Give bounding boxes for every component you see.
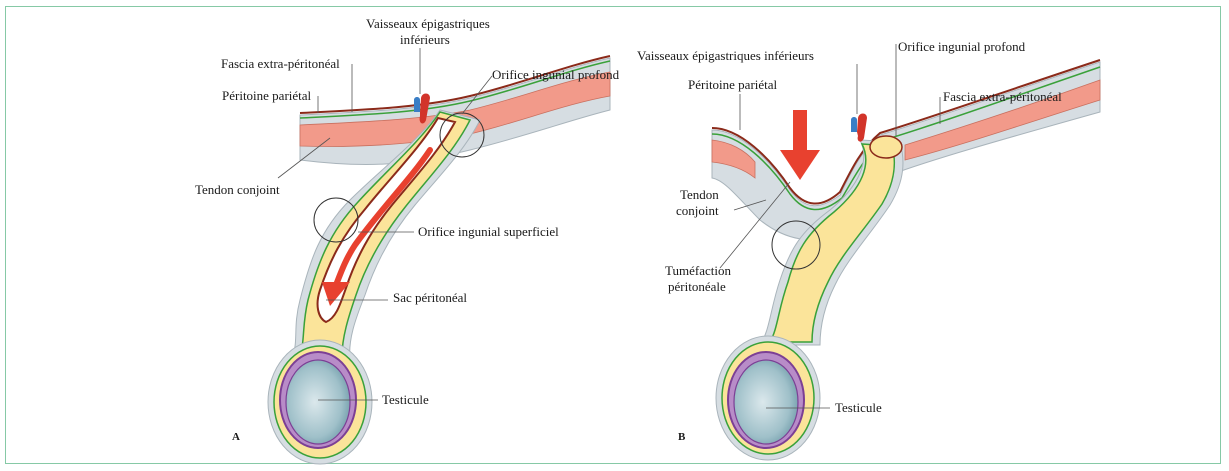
panel-letter-a: A (232, 431, 240, 443)
label-vessels-a-line1: Vaisseaux épigastriques (366, 16, 490, 31)
panel-b-diagram (712, 60, 1100, 460)
label-tumefaction-b-line2: péritonéale (668, 279, 726, 294)
epigastric-vein-b (851, 117, 857, 132)
testis-a (286, 360, 350, 444)
deep-ring-plug-b (870, 136, 902, 158)
label-orifice-profond-a: Orifice ingunial profond (492, 67, 620, 82)
label-fascia-b: Fascia extra-péritonéal (943, 89, 1062, 104)
hernia-arrow-head-b (780, 150, 820, 180)
panel-letter-b: B (678, 431, 686, 443)
label-peritoine-b: Péritoine pariétal (688, 77, 778, 92)
label-tendon-b-line2: conjoint (676, 203, 719, 218)
label-testicule-a: Testicule (382, 392, 429, 407)
panel-a-labels: Vaisseaux épigastriques inférieurs Fasci… (195, 16, 620, 443)
label-vessels-a-line2: inférieurs (400, 32, 450, 47)
epigastric-vein-a (414, 97, 420, 112)
hernia-arrow-shaft-b (793, 110, 807, 152)
label-tendon-a: Tendon conjoint (195, 182, 280, 197)
label-tendon-b-line1: Tendon (680, 187, 719, 202)
epigastric-artery-b (857, 114, 867, 142)
label-orifice-superficiel-a: Orifice ingunial superficiel (418, 224, 559, 239)
panel-a-diagram (268, 56, 610, 464)
label-orifice-profond-b: Orifice ingunial profond (898, 39, 1026, 54)
spermatic-cord-fat-b (770, 144, 894, 342)
label-testicule-b: Testicule (835, 400, 882, 415)
testis-b (734, 360, 798, 444)
label-peritoine-a: Péritoine pariétal (222, 88, 312, 103)
label-fascia-a: Fascia extra-péritonéal (221, 56, 340, 71)
label-vessels-b: Vaisseaux épigastriques inférieurs (637, 48, 814, 63)
label-sac-a: Sac péritonéal (393, 290, 467, 305)
label-tumefaction-b-line1: Tuméfaction (665, 263, 731, 278)
